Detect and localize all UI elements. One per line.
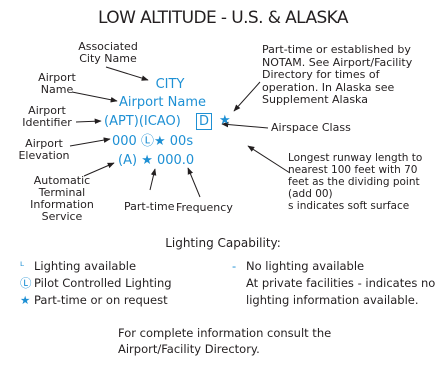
parttime-star-icon: ★ bbox=[141, 153, 153, 168]
notam-star-icon: ★ bbox=[219, 113, 231, 128]
legend-private-line2: lighting information available. bbox=[246, 293, 419, 307]
leader-airspace bbox=[221, 121, 269, 129]
elevation-line: 000 Ⓛ★ 00s bbox=[112, 134, 193, 149]
page-title: LOW ALTITUDE - U.S. & ALASKA bbox=[98, 8, 349, 28]
dash-icon: - bbox=[232, 259, 237, 273]
leader-elevation bbox=[69, 137, 111, 147]
atis-value: (A) bbox=[118, 153, 138, 168]
footer-line1: For complete information consult the bbox=[118, 326, 332, 340]
label-notam: Part-time or established by NOTAM. See A… bbox=[262, 43, 413, 106]
airspace-class-box: D bbox=[196, 113, 212, 130]
pcl-icon: Ⓛ bbox=[140, 134, 154, 149]
legend-no-lighting: -No lighting available bbox=[232, 259, 365, 273]
star-legend-icon: ★ bbox=[20, 293, 31, 307]
label-airport-elevation: Airport Elevation bbox=[18, 137, 70, 162]
atis-frequency-line: (A) ★ 000.0 bbox=[118, 153, 194, 168]
leader-atis bbox=[83, 162, 115, 177]
runway-value: 00s bbox=[169, 134, 194, 149]
leader-airport-name bbox=[71, 91, 118, 103]
leader-frequency bbox=[187, 167, 201, 198]
label-part-time: Part-time bbox=[124, 200, 175, 213]
lighting-star-icon: ★ bbox=[153, 134, 166, 149]
footer-line2: Airport/Facility Directory. bbox=[118, 342, 260, 356]
elevation-value: 000 bbox=[112, 134, 137, 149]
leader-notam bbox=[233, 81, 261, 112]
frequency-value: 000.0 bbox=[156, 153, 195, 168]
label-airport-name: Airport Name bbox=[38, 71, 76, 96]
label-atis: Automatic Terminal Information Service bbox=[30, 174, 94, 223]
legend-part-time: ★Part-time or on request bbox=[20, 293, 168, 307]
pcl-legend-icon: Ⓛ bbox=[20, 276, 32, 290]
lighting-available-icon: ᴸ bbox=[20, 259, 25, 273]
lighting-heading: Lighting Capability: bbox=[165, 236, 281, 250]
label-associated-city: Associated City Name bbox=[78, 40, 138, 65]
airport-identifier: (APT)(ICAO) bbox=[104, 114, 181, 129]
label-runway: Longest runway length to nearest 100 fee… bbox=[288, 152, 423, 212]
airport-name: Airport Name bbox=[119, 95, 206, 110]
leader-part-time bbox=[149, 168, 157, 191]
legend-private-line1: At private facilities - indicates no bbox=[246, 276, 436, 290]
label-frequency: Frequency bbox=[176, 201, 233, 214]
leader-runway bbox=[247, 145, 291, 174]
label-airspace-class: Airspace Class bbox=[271, 121, 351, 134]
leader-city bbox=[105, 66, 149, 81]
leader-identifier bbox=[75, 118, 102, 125]
airport-city: CITY bbox=[155, 77, 185, 92]
label-airport-identifier: Airport Identifier bbox=[22, 104, 72, 129]
